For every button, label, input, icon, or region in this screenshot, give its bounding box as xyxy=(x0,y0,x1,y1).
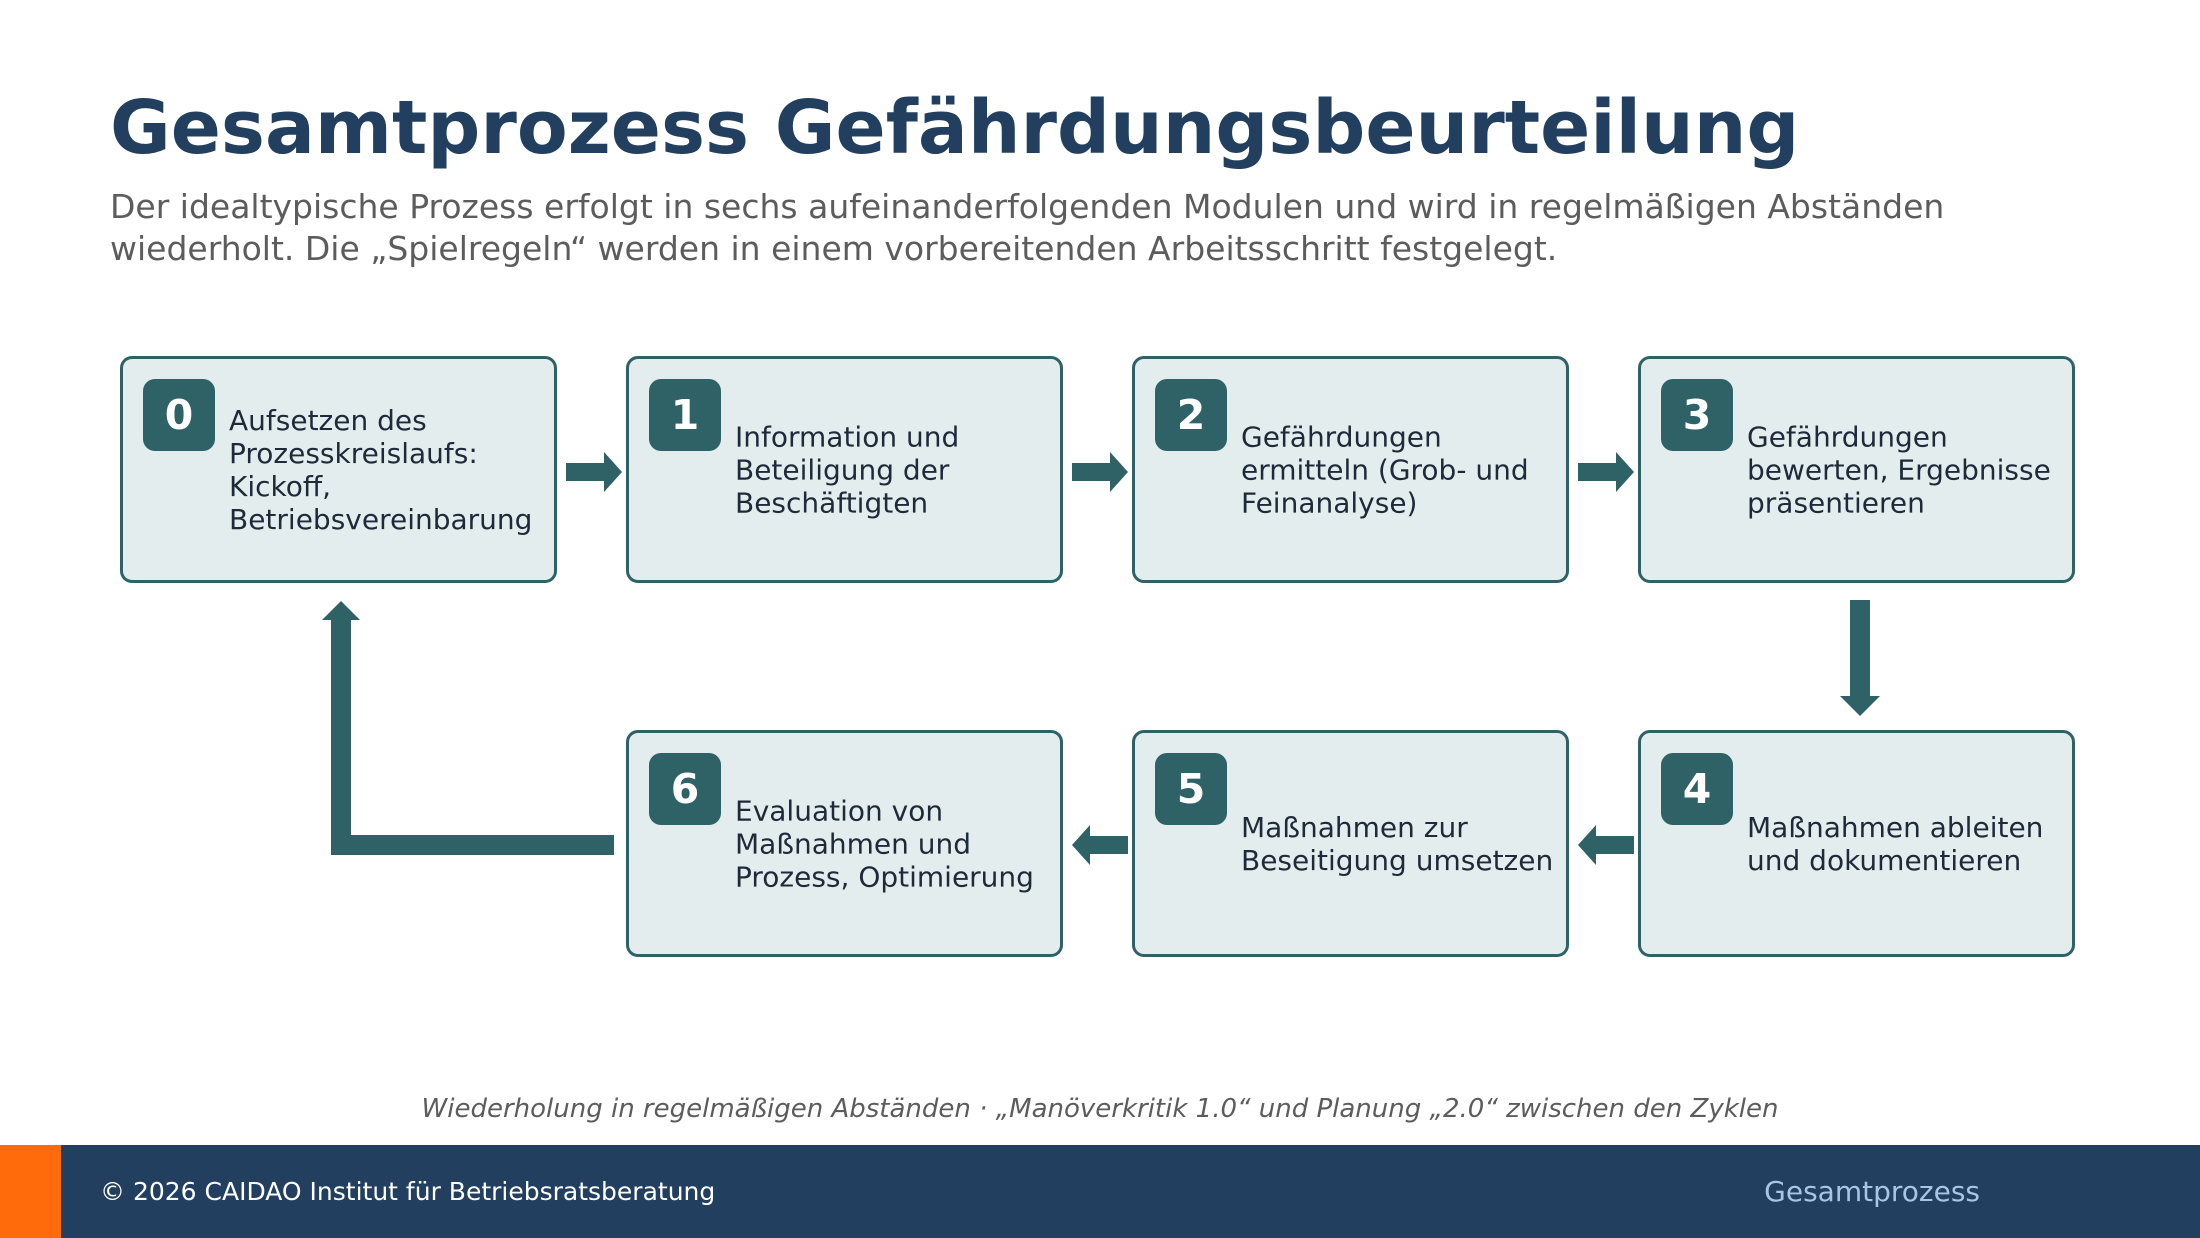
process-step-0: 0 Aufsetzen des Prozesskreislaufs: Kicko… xyxy=(120,356,557,583)
process-step-6: 6 Evaluation von Maßnahmen und Prozess, … xyxy=(626,730,1063,957)
footer-copyright: © 2026 CAIDAO Institut für Betriebsratsb… xyxy=(100,1177,716,1206)
cycle-footnote: Wiederholung in regelmäßigen Abständen ·… xyxy=(421,1094,1779,1124)
step-number-badge: 0 xyxy=(143,379,215,451)
step-label: Aufsetzen des Prozesskreislaufs: Kickoff… xyxy=(229,403,533,536)
step-number-badge: 6 xyxy=(649,753,721,825)
arrow-right-1-2 xyxy=(1072,452,1128,492)
arrow-down-3-4 xyxy=(1840,600,1880,716)
arrow-right-0-1 xyxy=(566,452,622,492)
step-label: Gefährdungen bewerten, Ergebnisse präsen… xyxy=(1747,420,2051,519)
page-title: Gesamtprozess Gefährdungsbeurteilung xyxy=(110,85,1800,171)
process-step-3: 3 Gefährdungen bewerten, Ergebnisse präs… xyxy=(1638,356,2075,583)
process-step-1: 1 Information und Beteiligung der Beschä… xyxy=(626,356,1063,583)
page-subtitle: Der idealtypische Prozess erfolgt in sec… xyxy=(110,187,1945,268)
arrow-return-6-0 xyxy=(322,601,614,855)
step-label: Gefährdungen ermitteln (Grob- und Feinan… xyxy=(1241,420,1529,519)
process-step-5: 5 Maßnahmen zur Beseitigung umsetzen xyxy=(1132,730,1569,957)
step-label: Maßnahmen ableiten und dokumentieren xyxy=(1747,810,2044,877)
step-number-badge: 2 xyxy=(1155,379,1227,451)
step-number-badge: 1 xyxy=(649,379,721,451)
process-step-4: 4 Maßnahmen ableiten und dokumentieren xyxy=(1638,730,2075,957)
step-label: Maßnahmen zur Beseitigung umsetzen xyxy=(1241,810,1554,877)
step-number-badge: 4 xyxy=(1661,753,1733,825)
footer-bar: © 2026 CAIDAO Institut für Betriebsratsb… xyxy=(0,1145,2200,1238)
step-label: Evaluation von Maßnahmen und Prozess, Op… xyxy=(735,794,1034,893)
step-label: Information und Beteiligung der Beschäft… xyxy=(735,420,960,519)
arrow-left-5-6 xyxy=(1072,825,1128,865)
footer-accent-stripe xyxy=(0,1145,61,1238)
step-number-badge: 5 xyxy=(1155,753,1227,825)
arrow-left-4-5 xyxy=(1578,825,1634,865)
footer-section-label: Gesamtprozess xyxy=(1764,1175,1980,1208)
process-step-2: 2 Gefährdungen ermitteln (Grob- und Fein… xyxy=(1132,356,1569,583)
arrow-right-2-3 xyxy=(1578,452,1634,492)
step-number-badge: 3 xyxy=(1661,379,1733,451)
